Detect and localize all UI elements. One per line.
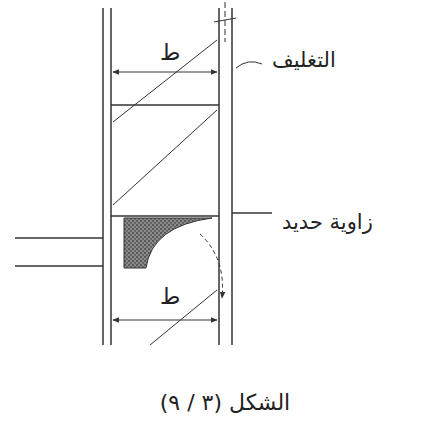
dimension-label: ط [160, 284, 180, 310]
center-tick [214, 18, 236, 22]
casing-line [110, 8, 112, 345]
steel-angle [124, 218, 212, 268]
part-label: زاوية حديد [282, 210, 373, 235]
center-line [225, 2, 226, 42]
hatch-line [113, 110, 217, 205]
leader-line [232, 212, 272, 214]
dimension-line [113, 72, 217, 73]
beam-line [15, 237, 103, 239]
dimension-line [113, 320, 217, 321]
hatch-line [113, 40, 217, 122]
part-label: التغليف [272, 48, 336, 73]
section-line [111, 104, 219, 106]
plate-line [111, 215, 219, 217]
leader-line [236, 62, 262, 68]
leader-line [200, 234, 223, 298]
casing-line [218, 8, 220, 345]
casing-line [102, 8, 104, 345]
beam-line [15, 265, 103, 267]
casing-line [231, 8, 233, 345]
figure-caption: الشكل (٣ / ٩) [160, 390, 290, 416]
dimension-label: ط [160, 40, 180, 66]
